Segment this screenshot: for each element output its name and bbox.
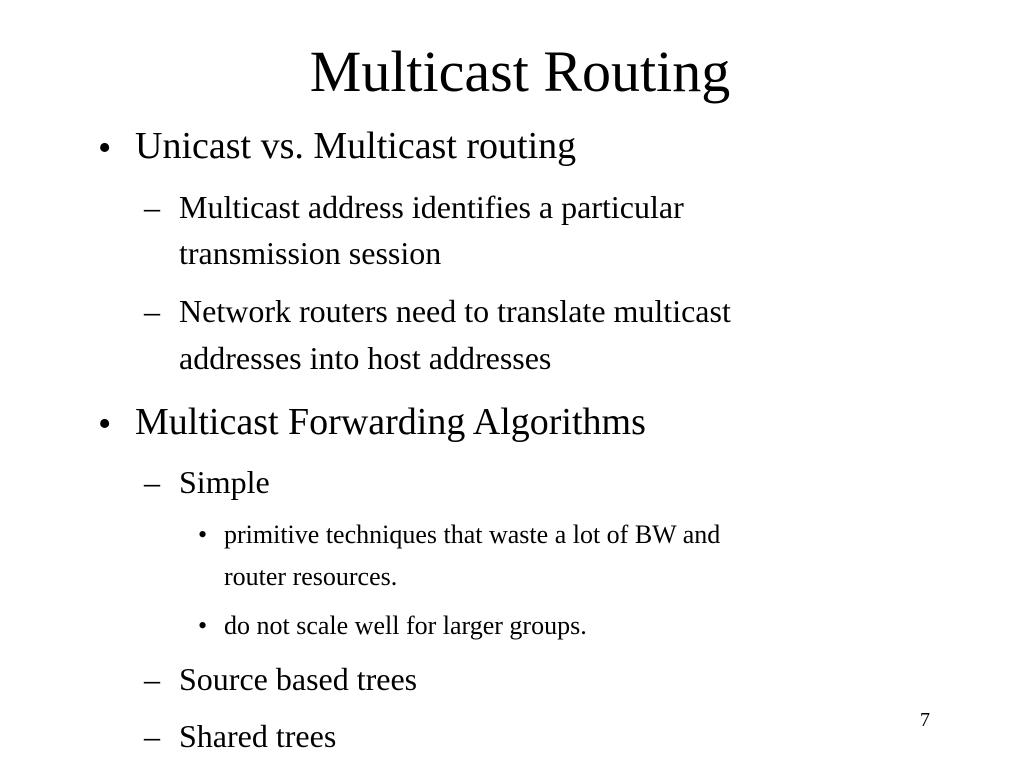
- bullet-icon: •: [198, 611, 208, 640]
- dash-icon: –: [144, 293, 160, 329]
- bullet-icon: •: [98, 127, 112, 169]
- dash-icon: –: [144, 189, 160, 225]
- dash-icon: –: [144, 464, 160, 500]
- subbullet-multicast-address-line1: Multicast address identifies a particula…: [179, 189, 684, 225]
- subsubbullet-primitive-line2: router resources.: [224, 562, 398, 591]
- subbullet-simple: Simple: [179, 464, 270, 500]
- subbullet-shared-trees: Shared trees: [179, 718, 337, 754]
- subbullet-network-routers-line1: Network routers need to translate multic…: [179, 293, 731, 329]
- subsubbullet-do-not-scale: do not scale well for larger groups.: [224, 611, 587, 640]
- slide-title: Multicast Routing: [309, 39, 731, 104]
- dash-icon: –: [144, 718, 160, 754]
- subbullet-source-based-trees: Source based trees: [179, 661, 418, 697]
- bullet-icon: •: [198, 520, 208, 549]
- bullet-unicast-vs-multicast: Unicast vs. Multicast routing: [135, 125, 577, 167]
- subsubbullet-primitive-line1: primitive techniques that waste a lot of…: [224, 520, 721, 549]
- subbullet-network-routers-line2: addresses into host addresses: [179, 340, 552, 376]
- subbullet-multicast-address-line2: transmission session: [179, 235, 442, 271]
- bullet-multicast-forwarding: Multicast Forwarding Algorithms: [135, 401, 646, 443]
- page-number: 7: [920, 709, 930, 731]
- bullet-icon: •: [98, 403, 112, 445]
- dash-icon: –: [144, 661, 160, 697]
